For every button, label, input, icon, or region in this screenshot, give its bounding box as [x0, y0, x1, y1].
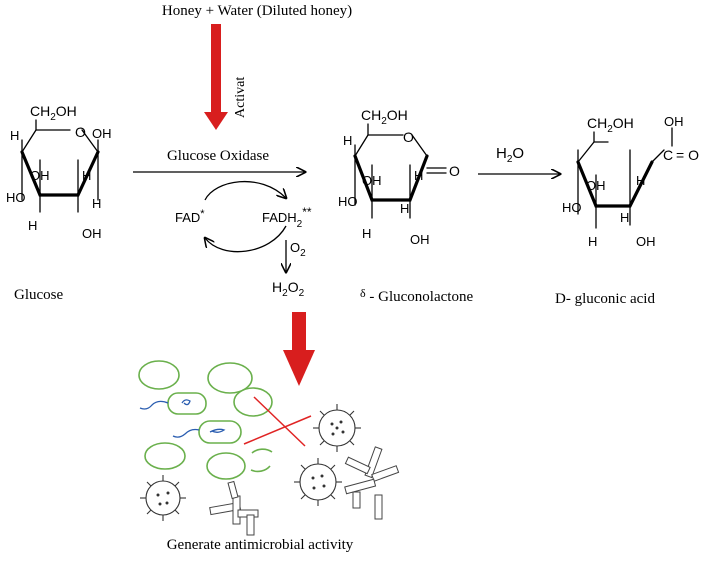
svg-text:HO: HO [338, 194, 358, 209]
result-arrow [283, 312, 315, 386]
svg-text:H: H [343, 133, 352, 148]
virus-2 [294, 458, 342, 506]
svg-text:H: H [400, 201, 409, 216]
hyphae-2 [344, 446, 400, 520]
svg-text:H: H [82, 168, 91, 183]
rod-bacterium-1 [167, 392, 207, 415]
svg-text:OH: OH [664, 114, 684, 129]
top-label: Honey + Water (Diluted honey) [162, 3, 352, 19]
fad-cycle [205, 180, 286, 253]
virus-1 [313, 404, 361, 452]
svg-text:CH2OH: CH2OH [30, 103, 77, 123]
cell-4 [144, 442, 186, 470]
svg-text:OH: OH [82, 226, 102, 241]
enzyme-label: Glucose Oxidase [167, 148, 269, 164]
fad-label: FAD* [175, 208, 205, 225]
svg-text:OH: OH [30, 168, 50, 183]
svg-text:H: H [10, 128, 19, 143]
microbes-illustration [138, 360, 400, 536]
svg-text:O: O [403, 129, 414, 145]
gluconic-acid-structure: CH2OH OH C = O H OH HO H H OH [562, 114, 699, 249]
glucose-structure: CH2OH H O OH OH H HO H H OH [6, 103, 112, 241]
svg-text:CH2OH: CH2OH [587, 115, 634, 135]
svg-text:C: C [663, 147, 673, 163]
cell-1 [207, 362, 253, 394]
gluconolactone-structure: CH2OH H O OH H O HO H H OH [338, 107, 460, 247]
svg-text:H: H [92, 196, 101, 211]
o2-label: O2 [290, 240, 306, 259]
svg-text:CH2OH: CH2OH [361, 107, 408, 127]
svg-text:HO: HO [562, 200, 582, 215]
flagellum-2 [172, 428, 200, 438]
cell-6 [251, 448, 273, 454]
svg-text:O: O [75, 124, 86, 140]
svg-text:H: H [28, 218, 37, 233]
svg-text:H: H [636, 173, 645, 188]
h2o-label: H2O [496, 145, 524, 165]
activation-arrow [204, 24, 228, 130]
cross-line-2 [243, 415, 312, 445]
svg-text:OH: OH [586, 178, 606, 193]
svg-text:HO: HO [6, 190, 26, 205]
virus-3 [140, 475, 186, 521]
flagellum-1 [139, 400, 169, 410]
svg-text:OH: OH [92, 126, 112, 141]
svg-text:= O: = O [676, 147, 699, 163]
svg-text:OH: OH [410, 232, 430, 247]
rod-bacterium-2 [198, 420, 242, 444]
bottom-label: Generate antimicrobial activity [167, 537, 354, 553]
glucose-label: Glucose [14, 287, 63, 303]
activat-label: Activat [233, 77, 248, 118]
cell-3 [233, 387, 273, 417]
svg-text:O: O [449, 163, 460, 179]
cell-2 [138, 360, 180, 390]
fadh2-label: FADH2** [262, 205, 312, 230]
hyphae-1 [209, 480, 259, 536]
svg-text:H: H [362, 226, 371, 241]
svg-text:OH: OH [362, 173, 382, 188]
gluconic-acid-label: D- gluconic acid [555, 291, 655, 307]
cell-5 [206, 452, 246, 480]
gluconolactone-label: δ - Gluconolactone [360, 286, 473, 305]
h2o2-label: H2O2 [272, 279, 305, 299]
svg-text:H: H [414, 168, 423, 183]
svg-text:H: H [588, 234, 597, 249]
svg-text:OH: OH [636, 234, 656, 249]
cross-line-1 [253, 396, 306, 447]
svg-text:H: H [620, 210, 629, 225]
